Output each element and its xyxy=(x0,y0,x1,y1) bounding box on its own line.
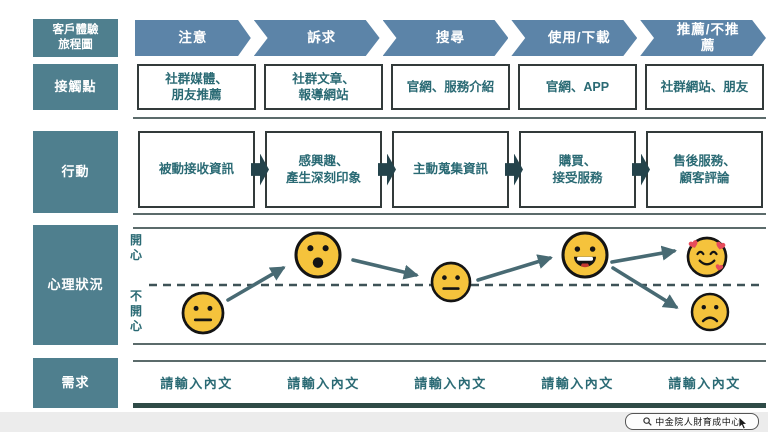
sad-face-icon xyxy=(690,292,730,332)
action-box: 購買、 接受服務 xyxy=(519,131,636,208)
separator-line xyxy=(133,213,766,215)
stage-arrow-attention: 注意 xyxy=(135,20,251,56)
separator-line xyxy=(133,360,766,362)
search-icon xyxy=(643,417,652,426)
need-text-placeholder[interactable]: 請輸入內文 xyxy=(160,375,233,391)
row-label-touchpoints: 接觸點 xyxy=(33,64,118,110)
emotion-arrow xyxy=(476,254,553,282)
row-label-needs: 需求 xyxy=(33,358,118,408)
need-text-placeholder[interactable]: 請輸入內文 xyxy=(414,375,487,391)
actions-row: 被動接收資訊 感興趣、 產生深刻印象 主動蒐集資訊 購買、 接受服務 售後服務、… xyxy=(133,131,768,208)
need-text-placeholder[interactable]: 請輸入內文 xyxy=(287,375,360,391)
needs-row: 請輸入內文 請輸入內文 請輸入內文 請輸入內文 請輸入內文 xyxy=(133,362,768,402)
stage-arrow-appeal: 訴求 xyxy=(253,20,380,56)
separator-line xyxy=(133,227,766,229)
emotion-arrow xyxy=(610,245,677,264)
emotion-arrow xyxy=(611,266,679,309)
separator-line xyxy=(133,343,766,345)
need-text-placeholder[interactable]: 請輸入內文 xyxy=(541,375,614,391)
journey-map-title: 客戶體驗 旅程圖 xyxy=(33,19,118,57)
action-cell: 購買、 接受服務 xyxy=(514,131,650,208)
stage-arrow-search: 搜尋 xyxy=(382,20,509,56)
need-text-placeholder[interactable]: 請輸入內文 xyxy=(668,375,741,391)
row-label-mindset: 心理狀況 xyxy=(33,225,118,345)
org-badge[interactable]: 中金院人財育成中心 xyxy=(625,413,759,430)
touchpoint-box: 社群媒體、 朋友推薦 xyxy=(137,64,256,110)
neutral-face-icon xyxy=(181,291,225,335)
touchpoint-box: 社群網站、朋友 xyxy=(645,64,764,110)
action-cell: 被動接收資訊 xyxy=(133,131,269,208)
grinning-face-icon xyxy=(561,231,609,279)
touchpoint-box: 官網、服務介紹 xyxy=(391,64,510,110)
action-box: 感興趣、 產生深刻印象 xyxy=(265,131,382,208)
action-box: 售後服務、 顧客評論 xyxy=(646,131,763,208)
surprised-face-icon xyxy=(294,231,342,279)
touchpoints-row: 社群媒體、 朋友推薦 社群文章、 報導網站 官網、服務介紹 官網、APP 社群網… xyxy=(133,64,768,110)
stage-arrow-use: 使用/下載 xyxy=(511,20,638,56)
action-cell: 感興趣、 產生深刻印象 xyxy=(260,131,396,208)
separator-line xyxy=(133,117,766,119)
action-cell: 售後服務、 顧客評論 xyxy=(641,131,768,208)
bottom-rule xyxy=(133,403,766,408)
mindset-row: 開 心 不 開 心 xyxy=(130,229,768,341)
touchpoint-box: 社群文章、 報導網站 xyxy=(264,64,383,110)
neutral-face-icon xyxy=(430,261,472,303)
action-box: 被動接收資訊 xyxy=(138,131,255,208)
footer-strip xyxy=(0,412,768,432)
axis-label-happy: 開 心 xyxy=(129,233,142,262)
stage-arrow-recommend: 推薦/不推 薦 xyxy=(640,20,766,56)
emotion-arrow xyxy=(226,266,286,302)
smiling-face-with-hearts-icon xyxy=(686,236,728,278)
stage-row: 注意 訴求 搜尋 使用/下載 推薦/不推 薦 xyxy=(135,20,766,56)
org-badge-label: 中金院人財育成中心 xyxy=(655,417,741,427)
action-box: 主動蒐集資訊 xyxy=(392,131,509,208)
emotion-curve xyxy=(149,231,764,335)
mouse-cursor-icon xyxy=(738,416,749,430)
row-label-actions: 行動 xyxy=(33,131,118,213)
touchpoint-box: 官網、APP xyxy=(518,64,637,110)
action-cell: 主動蒐集資訊 xyxy=(387,131,523,208)
axis-label-unhappy: 不 開 心 xyxy=(129,289,142,333)
emotion-arrow xyxy=(351,258,419,280)
